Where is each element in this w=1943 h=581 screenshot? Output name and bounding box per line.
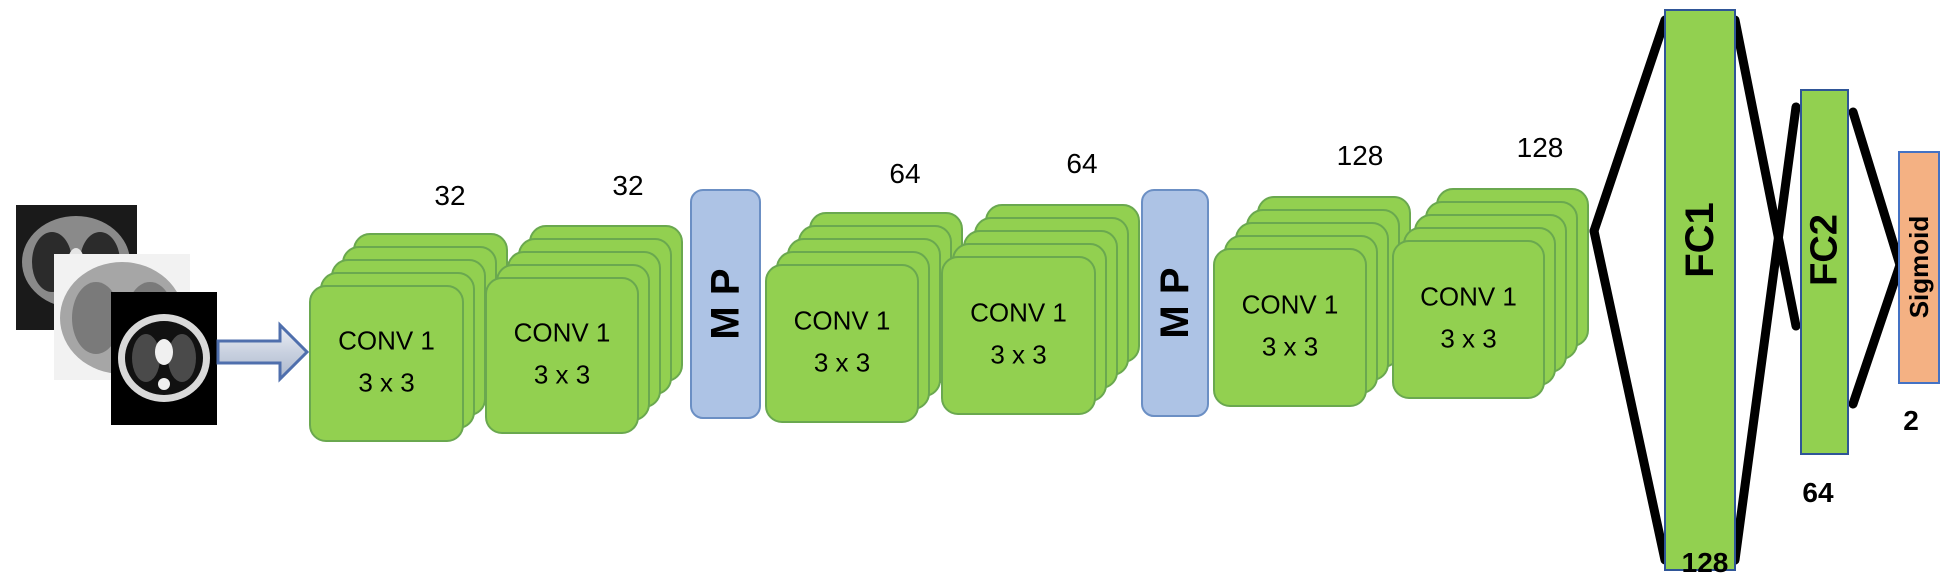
fc1-units-label: 128: [1682, 547, 1729, 578]
dense-connectors: [1589, 15, 1905, 565]
connector-line: [1848, 260, 1905, 409]
conv-block-1: CONV 1 3 x 3 32: [309, 180, 508, 442]
kernel-size-label: 3 x 3: [990, 340, 1046, 370]
conv-feature-map-front: [941, 256, 1096, 415]
connector-line: [1730, 15, 1801, 331]
conv-label: CONV 1: [1420, 282, 1517, 312]
conv-label: CONV 1: [794, 306, 891, 336]
sigmoid-output-layer: Sigmoid: [1898, 151, 1940, 384]
conv-feature-map-front: [765, 264, 919, 423]
conv-feature-map-front: [309, 285, 464, 442]
kernel-size-label: 3 x 3: [358, 368, 414, 398]
conv-block-3: CONV 1 3 x 3 64: [765, 158, 963, 423]
conv-block-4: CONV 1 3 x 3 64: [941, 148, 1140, 415]
input-arrow: [216, 321, 310, 383]
filter-count-label: 64: [889, 158, 920, 189]
kernel-size-label: 3 x 3: [814, 348, 870, 378]
conv-block-2: CONV 1 3 x 3 32: [485, 170, 683, 434]
kernel-size-label: 3 x 3: [1262, 332, 1318, 362]
filter-count-label: 128: [1337, 140, 1384, 171]
max-pool-2: M P: [1141, 189, 1209, 417]
filter-count-label: 64: [1066, 148, 1097, 179]
conv-block-6: CONV 1 3 x 3 128: [1392, 132, 1589, 399]
fc1-label: FC1: [1678, 202, 1722, 278]
fc2-label: FC2: [1804, 214, 1846, 286]
connector-line: [1730, 102, 1801, 565]
max-pool-1-label: M P: [704, 268, 748, 339]
sigmoid-units-label: 2: [1903, 405, 1919, 436]
fc2-layer: FC2: [1800, 89, 1849, 455]
filter-count-label: 32: [434, 180, 465, 211]
input-images: [16, 205, 217, 425]
conv-label: CONV 1: [1242, 290, 1339, 320]
max-pool-1: M P: [690, 189, 761, 419]
kernel-size-label: 3 x 3: [1440, 324, 1496, 354]
max-pool-2-label: M P: [1153, 267, 1197, 338]
conv-label: CONV 1: [338, 326, 435, 356]
filter-count-label: 128: [1517, 132, 1564, 163]
connector-line: [1589, 226, 1670, 565]
ct-scan-image-3: [111, 292, 217, 425]
conv-feature-map-front: [485, 277, 639, 434]
conv-feature-map-front: [1213, 248, 1367, 407]
connector-line: [1589, 15, 1670, 236]
conv-label: CONV 1: [514, 318, 611, 348]
fc1-layer: FC1: [1664, 9, 1736, 571]
sigmoid-label: Sigmoid: [1904, 216, 1934, 319]
connector-line: [1848, 107, 1905, 270]
conv-feature-map-front: [1392, 240, 1545, 399]
conv-label: CONV 1: [970, 298, 1067, 328]
kernel-size-label: 3 x 3: [534, 360, 590, 390]
filter-count-label: 32: [612, 170, 643, 201]
conv-block-5: CONV 1 3 x 3 128: [1213, 140, 1411, 407]
fc2-units-label: 64: [1802, 477, 1834, 508]
